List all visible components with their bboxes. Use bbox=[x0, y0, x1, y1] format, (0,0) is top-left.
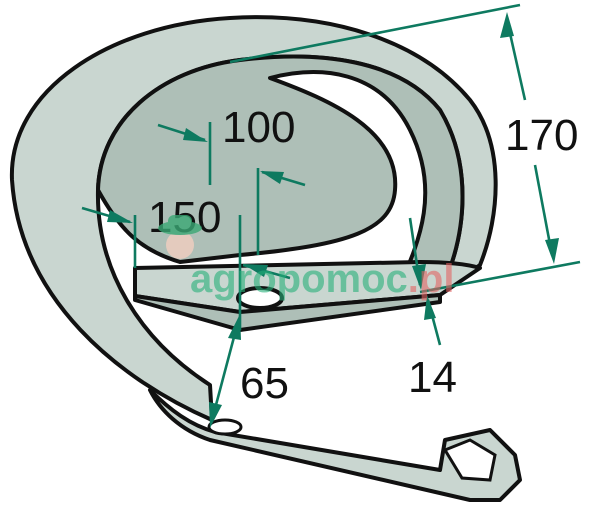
dimension-label-14: 14 bbox=[408, 353, 457, 402]
dimension-150 bbox=[81, 206, 291, 330]
dimension-label-100: 100 bbox=[222, 103, 295, 152]
dimension-170 bbox=[229, 3, 581, 294]
dimension-65 bbox=[209, 314, 241, 428]
dimension-label-65: 65 bbox=[240, 359, 289, 408]
svg-text:agropomoc.pl: agropomoc.pl bbox=[190, 257, 454, 301]
dimension-100 bbox=[157, 122, 306, 255]
tine-tip-bracket bbox=[442, 438, 497, 482]
dimension-label-170: 170 bbox=[505, 111, 578, 160]
watermark-logo: agropomoc.pl bbox=[158, 215, 454, 301]
dimension-14 bbox=[408, 217, 442, 346]
tine-lower-band bbox=[148, 388, 522, 502]
mounting-hole bbox=[236, 286, 284, 310]
tine-lower-hole bbox=[207, 418, 243, 436]
